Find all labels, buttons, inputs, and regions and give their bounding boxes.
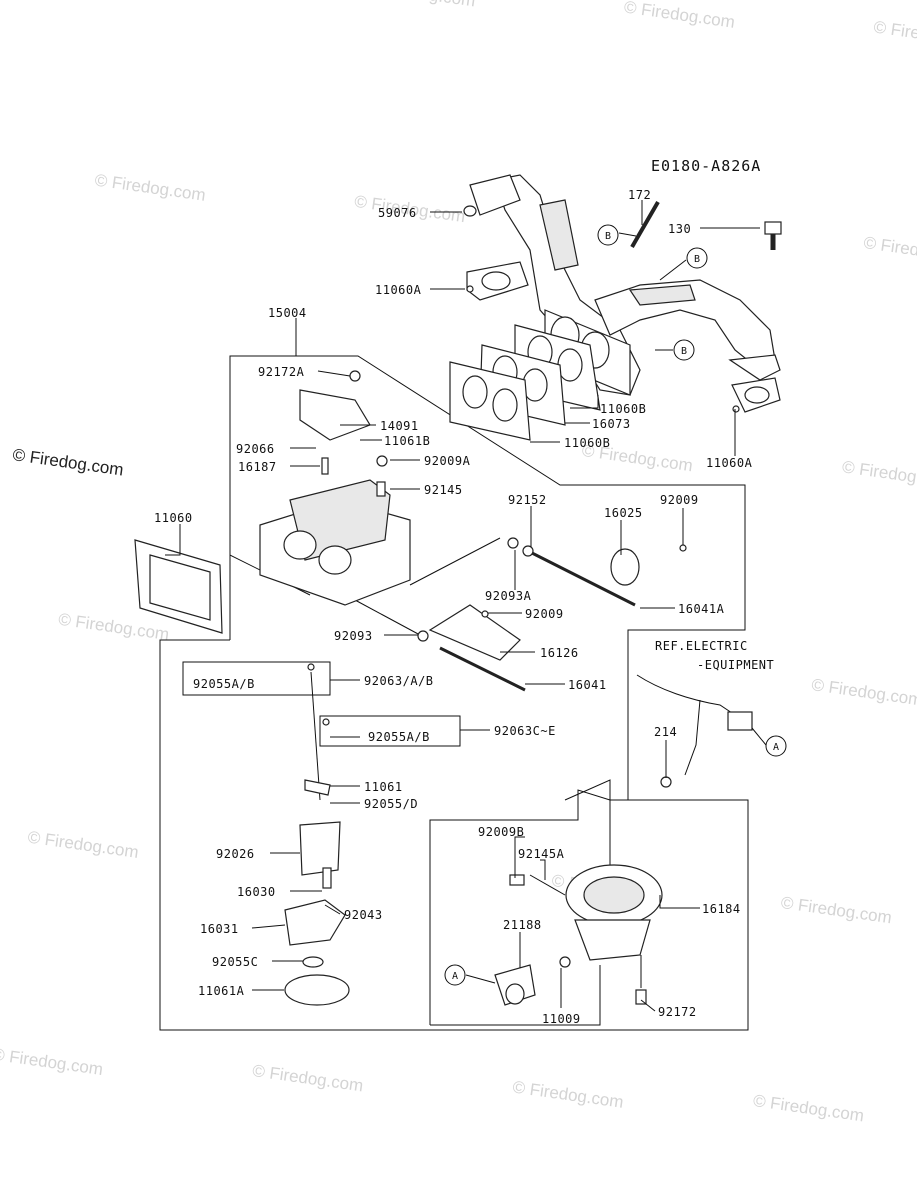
label-16030: 16030 xyxy=(237,885,276,899)
throttle-body-lower xyxy=(494,864,663,1006)
label-14091: 14091 xyxy=(380,419,419,433)
label-92055AB: 92055A/B xyxy=(193,677,255,691)
watermark: © Firedog.com xyxy=(841,457,917,491)
label-16041: 16041 xyxy=(568,678,607,692)
label-92009A: 92009A xyxy=(424,454,471,468)
label-16041A: 16041A xyxy=(678,602,725,616)
svg-text:B: B xyxy=(605,231,611,242)
label-92026: 92026 xyxy=(216,847,255,861)
watermark: © Firedog.com xyxy=(94,170,207,204)
label-ref-electric: REF.ELECTRIC xyxy=(655,639,748,653)
label-11009: 11009 xyxy=(542,1012,581,1026)
label-92152: 92152 xyxy=(508,493,547,507)
label-15004: 15004 xyxy=(268,306,307,320)
watermark: © Firedog.com xyxy=(862,233,917,267)
watermark: © Firedog.com xyxy=(363,0,476,10)
label-92063AB: 92063/A/B xyxy=(364,674,434,688)
label-16187: 16187 xyxy=(238,460,277,474)
label-92055AB-2: 92055A/B xyxy=(368,730,430,744)
label-21188: 21188 xyxy=(503,918,542,932)
callout-b-3: B xyxy=(673,339,695,361)
label-92009B: 92009B xyxy=(478,825,524,839)
svg-text:B: B xyxy=(694,254,700,265)
label-92145A: 92145A xyxy=(518,847,565,861)
label-boxes xyxy=(182,661,461,747)
label-92009-2: 92009 xyxy=(525,607,564,621)
label-16184: 16184 xyxy=(702,902,741,916)
watermark: © Firedog.com xyxy=(251,1061,364,1095)
studs-and-bolts xyxy=(630,200,782,250)
label-92145: 92145 xyxy=(424,483,463,497)
label-16031: 16031 xyxy=(200,922,239,936)
callout-a-2: A xyxy=(444,964,466,986)
svg-text:A: A xyxy=(773,742,779,753)
watermark: © Firedog.com xyxy=(752,1091,865,1125)
label-59076: 59076 xyxy=(378,206,417,220)
watermark: © Firedog.com xyxy=(27,828,140,862)
watermark: © Firedog.com xyxy=(872,17,917,51)
label-92172A: 92172A xyxy=(258,365,305,379)
label-214: 214 xyxy=(654,725,677,739)
emulsion-assembly xyxy=(284,663,350,1006)
label-11061A: 11061A xyxy=(198,984,245,998)
svg-text:B: B xyxy=(681,346,687,357)
label-172: 172 xyxy=(628,188,651,202)
watermark: © Firedog.com xyxy=(780,893,893,927)
label-92066: 92066 xyxy=(236,442,275,456)
label-130: 130 xyxy=(668,222,691,236)
label-92063CE: 92063C~E xyxy=(494,724,556,738)
leader-lines xyxy=(165,200,767,1012)
boundary-lines xyxy=(159,355,749,1031)
throttle-body-upper xyxy=(259,370,411,606)
label-16126: 16126 xyxy=(540,646,579,660)
throttle-shafts xyxy=(417,537,687,692)
label-11060A-2: 11060A xyxy=(706,456,753,470)
label-92055D: 92055/D xyxy=(364,797,418,811)
watermark-feature: © Firedog.com xyxy=(11,445,124,479)
diagram-code: E0180-A826A xyxy=(651,157,761,175)
label-92093A: 92093A xyxy=(485,589,532,603)
label-92093: 92093 xyxy=(334,629,373,643)
label-92055C: 92055C xyxy=(212,955,258,969)
label-16073: 16073 xyxy=(592,417,631,431)
watermark: © Firedog.com xyxy=(623,0,736,32)
callout-b-2: B xyxy=(686,247,708,269)
label-11060B: 11060B xyxy=(600,402,646,416)
label-92172: 92172 xyxy=(658,1005,697,1019)
svg-text:A: A xyxy=(452,971,458,982)
watermark: © Firedog.com xyxy=(810,675,917,709)
gaskets-top xyxy=(449,261,781,441)
label-92043: 92043 xyxy=(344,908,383,922)
label-11061B: 11061B xyxy=(384,434,430,448)
label-11061: 11061 xyxy=(364,780,403,794)
label-11060B-2: 11060B xyxy=(564,436,610,450)
gasket-11060 xyxy=(134,539,223,634)
label-92009: 92009 xyxy=(660,493,699,507)
label-16025: 16025 xyxy=(604,506,643,520)
watermark: © Firedog.com xyxy=(57,610,170,644)
label-equipment: -EQUIPMENT xyxy=(697,658,774,672)
callout-b-1: B xyxy=(597,224,619,246)
label-11060A: 11060A xyxy=(375,283,422,297)
part-labels: 172 59076 130 11060A 15004 92172A 11060B… xyxy=(154,188,774,1026)
watermark: © Firedog.com xyxy=(511,1077,624,1111)
callout-a-1: A xyxy=(765,735,787,757)
ref-electric-harness xyxy=(636,674,753,788)
label-11060: 11060 xyxy=(154,511,193,525)
watermark: © Firedog.com xyxy=(0,1045,104,1079)
